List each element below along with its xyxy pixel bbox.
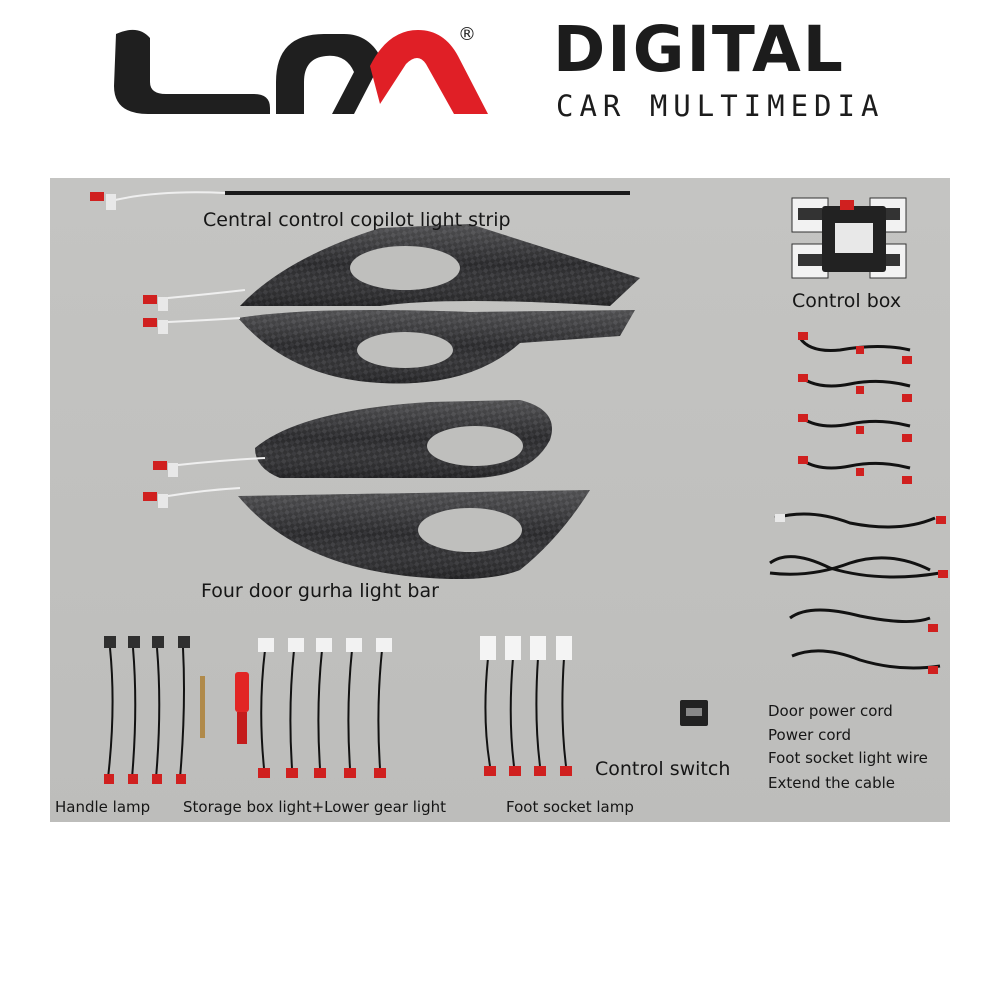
label-control-switch: Control switch [595,758,731,780]
control-switch [680,700,708,726]
brand-subtitle: CAR MULTIMEDIA [556,89,885,123]
central-light-strip [90,191,630,210]
label-handle-lamp: Handle lamp [55,798,151,816]
door-light-bar-1 [240,224,640,306]
door-light-bar-3 [255,400,552,478]
label-power-cord: Power cord [768,726,851,744]
registered-mark: ® [458,24,476,45]
label-door-light-bar: Four door gurha light bar [201,580,439,602]
door-light-bar-2 [238,310,635,384]
lm-logo [114,29,488,114]
label-foot-socket-lamp: Foot socket lamp [506,798,634,816]
door-panel-connectors [143,289,266,508]
drill-bit [200,676,205,738]
brand-title: DIGITAL [553,13,845,86]
brand-header: ® DIGITAL CAR MULTIMEDIA [0,0,1000,170]
label-storage-box: Storage box light+Lower gear light [183,798,446,816]
label-central-strip: Central control copilot light strip [203,209,511,231]
label-door-power-cord: Door power cord [768,702,893,720]
foot-socket-lamps [480,636,572,776]
storage-box-lights [235,638,392,778]
door-light-bar-4 [238,490,590,579]
harness-connectors [775,332,948,674]
product-scene [90,191,948,784]
label-extend-cable: Extend the cable [768,774,896,792]
wire-harnesses [769,337,941,670]
label-foot-socket-wire: Foot socket light wire [768,749,928,767]
control-box [791,197,907,279]
label-control-box: Control box [792,290,902,312]
handle-lamps [104,636,190,784]
product-photo: Central control copilot light strip Cont… [50,178,950,822]
